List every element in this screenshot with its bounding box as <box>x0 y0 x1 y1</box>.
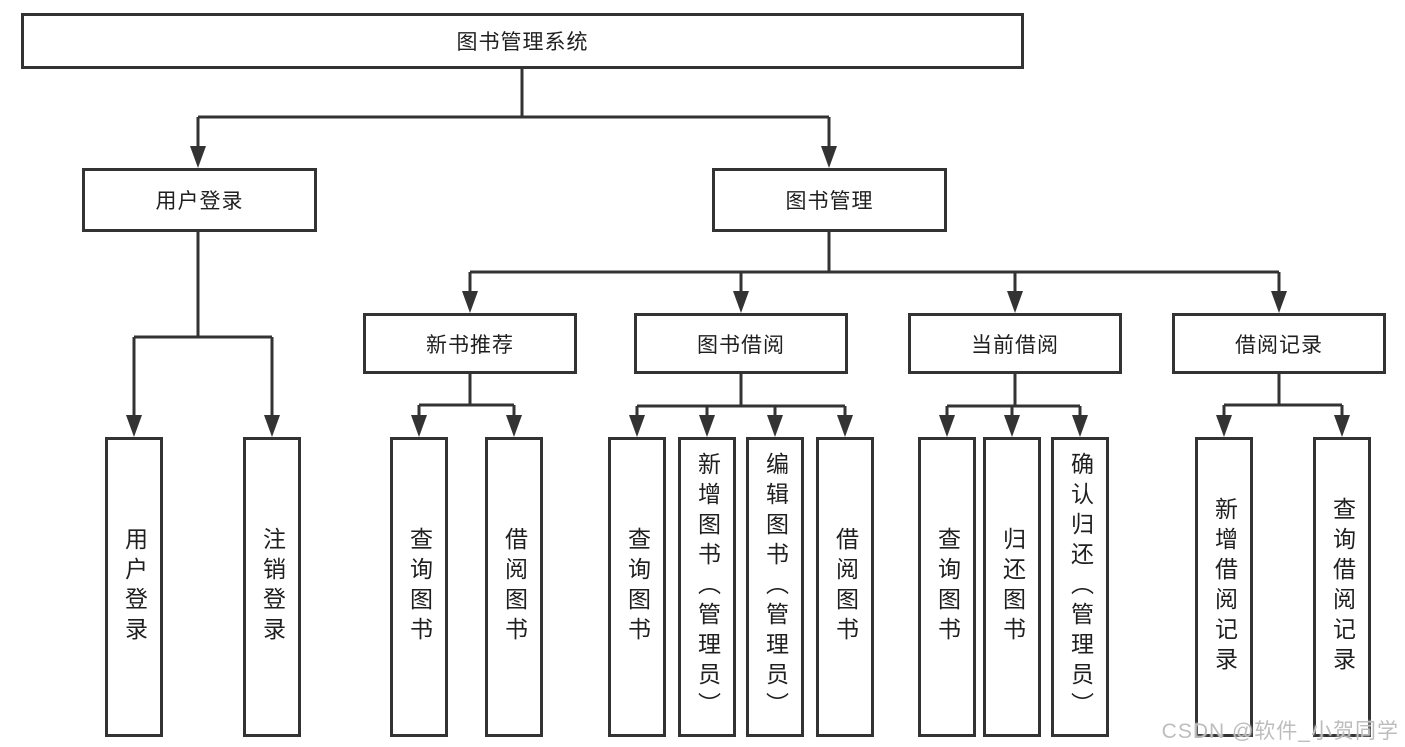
node-new-book-recommend: 新书推荐 <box>363 313 577 374</box>
leaf-query-books-current: 查询图书 <box>918 437 976 737</box>
leaf-query-books-borrow: 查询图书 <box>608 437 666 737</box>
leaf-borrow-books-recommend-label: 借阅图书 <box>501 527 528 647</box>
node-root-label: 图书管理系统 <box>456 31 589 54</box>
arrow-icon <box>821 146 837 168</box>
arrow-icon <box>733 291 749 313</box>
arrow-icon <box>939 415 955 437</box>
arrow-icon <box>264 415 280 437</box>
leaf-borrow-books-recommend: 借阅图书 <box>485 437 543 737</box>
node-root: 图书管理系统 <box>21 13 1024 69</box>
node-book-management-label: 图书管理 <box>785 190 874 213</box>
arrow-icon <box>1334 415 1350 437</box>
leaf-return-books: 归还图书 <box>983 437 1041 737</box>
arrow-icon <box>506 415 522 437</box>
leaf-query-borrow-record-label: 查询借阅记录 <box>1329 497 1356 677</box>
leaf-borrow-books: 借阅图书 <box>816 437 874 737</box>
arrow-icon <box>462 291 478 313</box>
node-book-borrow: 图书借阅 <box>634 313 848 374</box>
leaf-user-login-label: 用户登录 <box>121 527 148 647</box>
leaf-borrow-books-label: 借阅图书 <box>832 527 859 647</box>
leaf-return-books-label: 归还图书 <box>999 527 1026 647</box>
node-book-borrow-label: 图书借阅 <box>697 333 785 357</box>
arrow-icon <box>629 415 645 437</box>
leaf-edit-book-admin: 编辑图书（管理员） <box>746 437 804 737</box>
watermark-text: CSDN @软件_小贺同学 <box>1161 720 1399 743</box>
arrow-icon <box>126 415 142 437</box>
arrow-icon <box>699 415 715 437</box>
node-book-management: 图书管理 <box>712 168 947 232</box>
arrow-icon <box>190 146 206 168</box>
arrow-icon <box>1004 415 1020 437</box>
leaf-add-borrow-record: 新增借阅记录 <box>1195 437 1253 737</box>
leaf-query-books-recommend-label: 查询图书 <box>406 527 433 647</box>
leaf-query-books-current-label: 查询图书 <box>934 527 961 647</box>
arrow-icon <box>837 415 853 437</box>
arrow-icon <box>1216 415 1232 437</box>
node-current-borrow: 当前借阅 <box>908 313 1122 374</box>
node-borrow-records-label: 借阅记录 <box>1235 333 1323 357</box>
leaf-edit-book-admin-label: 编辑图书（管理员） <box>762 452 789 722</box>
leaf-query-books-borrow-label: 查询图书 <box>624 527 651 647</box>
arrow-icon <box>767 415 783 437</box>
arrow-icon <box>1271 291 1287 313</box>
leaf-logout: 注销登录 <box>243 437 301 737</box>
leaf-add-book-admin-label: 新增图书（管理员） <box>694 452 721 722</box>
node-user-login: 用户登录 <box>82 168 317 232</box>
arrow-icon <box>1007 291 1023 313</box>
arrow-icon <box>411 415 427 437</box>
arrow-icon <box>1072 415 1088 437</box>
node-user-login-label: 用户登录 <box>155 190 244 213</box>
leaf-query-books-recommend: 查询图书 <box>390 437 448 737</box>
leaf-query-borrow-record: 查询借阅记录 <box>1313 437 1371 737</box>
leaf-confirm-return-admin-label: 确认归还（管理员） <box>1067 452 1094 722</box>
node-current-borrow-label: 当前借阅 <box>971 333 1059 357</box>
node-new-book-recommend-label: 新书推荐 <box>426 333 514 357</box>
leaf-user-login: 用户登录 <box>105 437 163 737</box>
node-borrow-records: 借阅记录 <box>1172 313 1386 374</box>
leaf-add-book-admin: 新增图书（管理员） <box>678 437 736 737</box>
leaf-add-borrow-record-label: 新增借阅记录 <box>1211 497 1238 677</box>
leaf-logout-label: 注销登录 <box>259 527 286 647</box>
leaf-confirm-return-admin: 确认归还（管理员） <box>1051 437 1109 737</box>
